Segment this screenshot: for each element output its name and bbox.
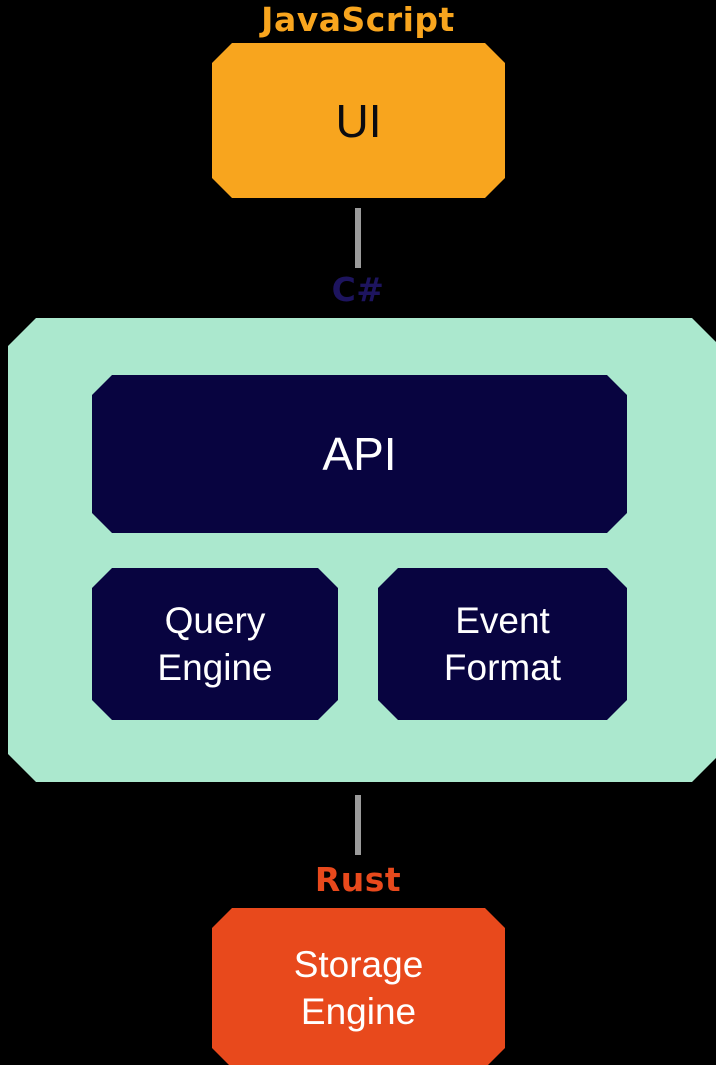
ui-node: UI — [212, 43, 505, 198]
csharp-label: C# — [331, 270, 385, 309]
connector-ui-to-api — [355, 208, 361, 268]
connector-api-to-storage — [355, 795, 361, 855]
rust-label: Rust — [314, 860, 402, 899]
event-format-node-label: Event Format — [443, 599, 562, 688]
storage-engine-node-label: Storage Engine — [293, 943, 424, 1032]
event-format-node: Event Format — [378, 568, 627, 720]
storage-engine-node: Storage Engine — [212, 908, 505, 1065]
query-engine-node-label: Query Engine — [157, 599, 273, 688]
javascript-label: JavaScript — [261, 0, 455, 39]
ui-node-label: UI — [335, 94, 382, 147]
api-node: API — [92, 375, 627, 533]
api-node-label: API — [322, 428, 397, 480]
query-engine-node: Query Engine — [92, 568, 338, 720]
